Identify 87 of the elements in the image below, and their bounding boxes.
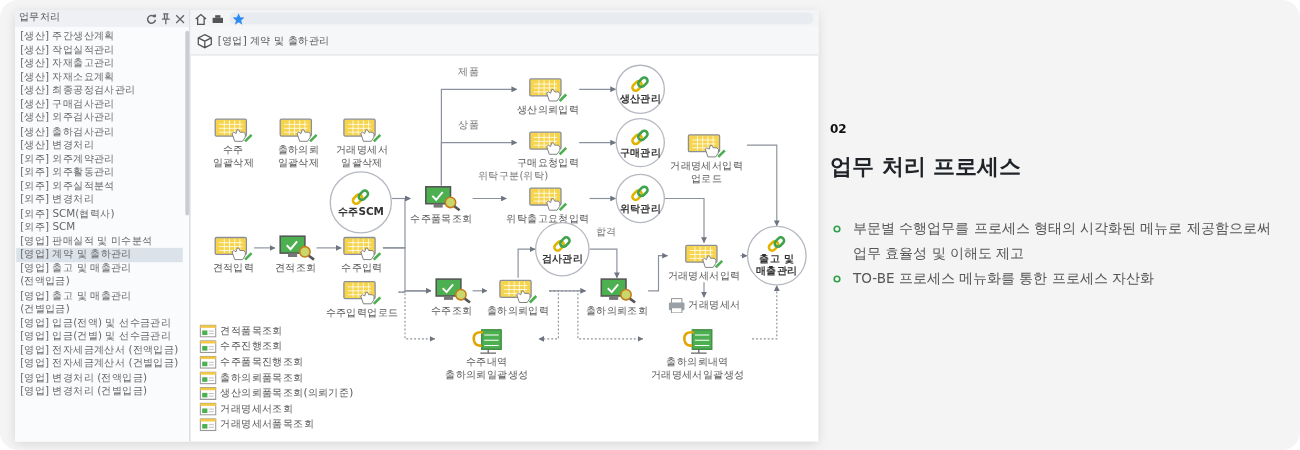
list-item-text: 견적품목조회: [220, 324, 283, 338]
node-label: 견적조회: [275, 262, 317, 275]
menu-item: [외주] 변경처리: [19, 193, 96, 207]
arrow: [517, 246, 536, 279]
dashed-arrow: [751, 285, 780, 340]
edge-label: 위탁구분(위탁): [476, 169, 550, 182]
arrow: [589, 248, 620, 279]
arrow: [440, 139, 518, 187]
bullet-text: TO-BE 프로세스 메뉴화를 통한 프로세스 자산화: [853, 269, 1155, 288]
dashed-arrow: [538, 290, 559, 342]
arrow: [701, 281, 707, 298]
menu-item: [외주] 외주계약관리: [19, 152, 116, 166]
menu-item: [영업] 출고 및 매출관리 (건별입금): [19, 288, 133, 317]
menu-item: [생산] 주간생산계획: [19, 29, 116, 44]
edge-label: 상품: [457, 119, 481, 131]
bullet-text: 부문별 수행업무를 프로세스 형태의 시각화된 메뉴로 제공함으로써 업무 효율성 및 이해도 제고: [853, 219, 1272, 263]
section-title: 업무 처리 프로세스: [830, 153, 1022, 181]
circle-label: 생산관리: [619, 92, 662, 105]
list-item-text: 거래명세서품목조회: [220, 418, 314, 432]
menu-item: [생산] 변경처리: [19, 138, 96, 153]
node-label: 수주내역 출하의뢰일괄생성: [444, 355, 530, 381]
arrow: [472, 287, 488, 294]
node-label: 출하의뢰입력: [486, 305, 550, 318]
node-label: 출하의뢰조회: [585, 305, 649, 318]
circle-label: 출고 및 매출관리: [755, 253, 799, 277]
arrow: [397, 287, 432, 294]
tab-title: [영업] 계약 및 출하관리: [217, 34, 330, 48]
menu-item: [외주] 외주실적분석: [19, 179, 116, 194]
arrow: [472, 195, 507, 202]
menu-item: [생산] 구매검사관리: [19, 97, 116, 112]
arrow: [548, 287, 587, 294]
menu-item: [외주] SCM: [19, 220, 77, 235]
menu-item: [생산] 최종공정검사관리: [19, 84, 137, 98]
menu-item: [생산] 출하검사관리: [19, 125, 116, 139]
circle-label: 구매관리: [619, 145, 662, 158]
node-label: 출하의뢰내역 거래명세서일괄생성: [649, 355, 746, 381]
list-item-text: 생산의뢰품목조회(의뢰기준): [220, 387, 354, 400]
node-label: 수주입력업로드: [325, 306, 399, 319]
menu-item: [영업] 입금(전액) 및 선수금관리: [19, 316, 173, 330]
menu-item: [영업] 변경처리 (전액입금): [19, 370, 149, 385]
arrow: [253, 244, 276, 251]
menu-item: [영업] 입금(건별) 및 선수금관리: [19, 329, 173, 344]
node-label: 거래명세서입력 업로드: [669, 159, 744, 185]
menu-item: [영업] 변경처리 (건별입금): [19, 384, 149, 399]
arrow: [647, 252, 669, 292]
menu-item: [영업] 출고 및 매출관리 (전액입금): [19, 261, 133, 289]
node-label: 견적입력: [212, 262, 255, 275]
dashed-arrow: [548, 290, 644, 342]
edge-label: 제품: [457, 65, 481, 78]
node-label: 거래명세서입력: [667, 270, 741, 283]
node-label: 거래명세서 일괄삭제: [335, 143, 390, 169]
menu-item: [생산] 작업실적관리: [19, 43, 116, 57]
menu-item: [영업] 전자세금계산서 (전액입금): [19, 343, 180, 358]
node-label: 구매요청입력: [516, 156, 580, 170]
menu-item: [생산] 자재출고관리: [19, 56, 116, 71]
node-label: 수주입력: [341, 262, 383, 275]
node-label: 생산의뢰입력: [516, 103, 580, 116]
list-item-text: 수주진행조회: [220, 340, 283, 354]
selected-menu-item: [영업] 계약 및 출하관리: [16, 247, 183, 262]
node-label: 수주 일괄삭제: [211, 143, 256, 169]
circle-label: 수주SCM: [337, 205, 384, 218]
arrow: [589, 195, 617, 202]
menu-item: [생산] 외주검사관리: [19, 111, 116, 126]
list-item-text: 출하의뢰품목조회: [220, 371, 304, 385]
section-number: 02: [830, 122, 847, 136]
panel-title: 업무처리: [18, 11, 61, 25]
menu-item: [영업] 판매실적 및 미수분석: [19, 234, 154, 248]
circle-label: 검사관리: [541, 252, 584, 265]
arrow: [578, 86, 617, 93]
list-item-text: 수주품목진행조회: [220, 355, 304, 369]
node-label: 출하의뢰 일괄삭제: [276, 143, 321, 169]
arrow: [739, 252, 748, 259]
node-label: 거래명세서: [688, 298, 741, 312]
menu-item: [외주] 외주활동관리: [19, 166, 116, 180]
arrow: [746, 144, 780, 227]
arrow: [664, 197, 707, 244]
dashed-arrow: [397, 291, 436, 342]
arrow: [316, 244, 342, 251]
arrow: [578, 139, 617, 146]
node-label: 수주품목조회: [410, 212, 473, 226]
node-label: 수주조회: [431, 305, 473, 318]
list-item-text: 거래명세서조회: [220, 402, 294, 416]
node-label: 위탁출고요청입력: [506, 212, 590, 226]
menu-item: [영업] 전자세금계산서 (건별입금): [19, 357, 180, 371]
menu-item: [외주] SCM(협력사): [19, 206, 116, 221]
circle-label: 위탁관리: [619, 201, 662, 214]
menu-item: [생산] 자재소요계획: [19, 70, 116, 85]
